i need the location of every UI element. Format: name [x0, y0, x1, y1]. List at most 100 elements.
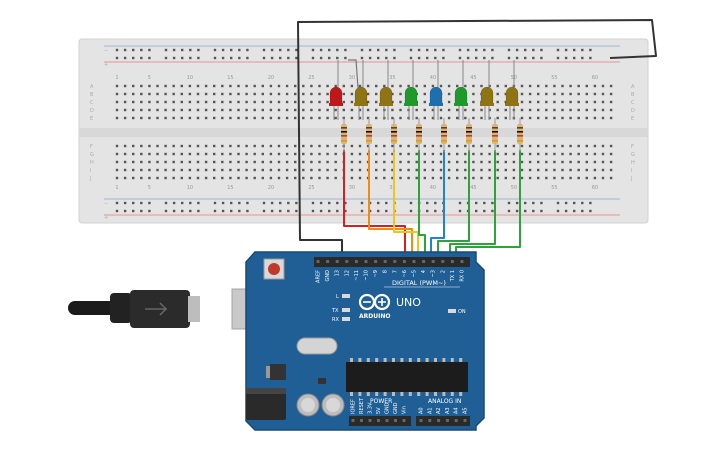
breadboard-hole[interactable]	[472, 168, 475, 172]
breadboard-hole[interactable]	[496, 100, 499, 104]
breadboard-hole[interactable]	[245, 84, 248, 88]
rail-hole[interactable]	[336, 48, 339, 52]
breadboard-hole[interactable]	[164, 92, 167, 96]
rail-hole[interactable]	[287, 48, 290, 52]
rail-hole[interactable]	[368, 201, 372, 205]
breadboard-hole[interactable]	[148, 108, 151, 112]
breadboard-hole[interactable]	[310, 160, 313, 164]
rail-hole[interactable]	[319, 209, 323, 213]
breadboard-hole[interactable]	[245, 108, 248, 112]
rail-hole[interactable]	[123, 48, 127, 52]
breadboard-hole[interactable]	[561, 100, 564, 104]
breadboard-hole[interactable]	[464, 84, 467, 88]
breadboard-hole[interactable]	[123, 92, 127, 96]
digital-pin-hole[interactable]	[412, 260, 416, 263]
breadboard-hole[interactable]	[375, 168, 378, 172]
rail-hole[interactable]	[115, 56, 119, 60]
breadboard-hole[interactable]	[431, 176, 435, 180]
breadboard-hole[interactable]	[577, 168, 580, 172]
rail-hole[interactable]	[115, 209, 119, 213]
rail-hole[interactable]	[491, 201, 494, 205]
breadboard-hole[interactable]	[213, 100, 216, 104]
breadboard-hole[interactable]	[383, 176, 386, 180]
breadboard-hole[interactable]	[302, 176, 305, 180]
breadboard-hole[interactable]	[391, 160, 394, 164]
breadboard-hole[interactable]	[520, 84, 524, 88]
breadboard-hole[interactable]	[213, 152, 216, 156]
rail-hole[interactable]	[434, 48, 437, 52]
breadboard-hole[interactable]	[464, 160, 467, 164]
rail-hole[interactable]	[483, 201, 486, 205]
breadboard-hole[interactable]	[204, 144, 208, 148]
analog-pin-holes[interactable]	[419, 419, 467, 422]
rail-hole[interactable]	[573, 201, 576, 205]
breadboard-hole[interactable]	[415, 144, 418, 148]
breadboard-hole[interactable]	[148, 84, 151, 88]
breadboard-hole[interactable]	[545, 92, 548, 96]
analog-pin-hole[interactable]	[437, 419, 441, 422]
rail-hole[interactable]	[515, 201, 519, 205]
digital-pin-hole[interactable]	[316, 260, 320, 263]
breadboard-hole[interactable]	[164, 160, 167, 164]
rail-hole[interactable]	[123, 209, 127, 213]
breadboard-hole[interactable]	[577, 108, 580, 112]
breadboard-hole[interactable]	[423, 84, 426, 88]
breadboard-hole[interactable]	[609, 116, 613, 120]
breadboard-hole[interactable]	[196, 144, 200, 148]
rail-hole[interactable]	[360, 201, 364, 205]
breadboard-hole[interactable]	[123, 108, 127, 112]
digital-pin-hole[interactable]	[422, 260, 426, 263]
rail-hole[interactable]	[442, 48, 445, 52]
breadboard-hole[interactable]	[504, 116, 507, 120]
breadboard-hole[interactable]	[383, 84, 386, 88]
digital-pin-hole[interactable]	[374, 260, 378, 263]
breadboard-hole[interactable]	[399, 84, 402, 88]
rail-hole[interactable]	[564, 209, 568, 213]
power-pin-hole[interactable]	[377, 419, 380, 422]
breadboard-hole[interactable]	[204, 100, 208, 104]
breadboard-hole[interactable]	[164, 108, 167, 112]
rail-hole[interactable]	[368, 56, 372, 60]
breadboard-hole[interactable]	[375, 116, 378, 120]
breadboard-hole[interactable]	[569, 108, 572, 112]
breadboard-hole[interactable]	[504, 160, 507, 164]
rail-hole[interactable]	[140, 209, 143, 213]
breadboard-hole[interactable]	[123, 84, 127, 88]
breadboard-hole[interactable]	[456, 144, 459, 148]
breadboard-hole[interactable]	[504, 152, 507, 156]
breadboard-hole[interactable]	[269, 160, 273, 164]
digital-pin-hole[interactable]	[393, 260, 397, 263]
breadboard-hole[interactable]	[366, 100, 370, 104]
rail-hole[interactable]	[189, 48, 192, 52]
breadboard-hole[interactable]	[196, 176, 200, 180]
breadboard-hole[interactable]	[407, 176, 410, 180]
breadboard-hole[interactable]	[358, 84, 362, 88]
breadboard-hole[interactable]	[132, 176, 135, 180]
rail-hole[interactable]	[589, 56, 592, 60]
rail-hole[interactable]	[564, 56, 568, 60]
breadboard-hole[interactable]	[164, 144, 167, 148]
breadboard-hole[interactable]	[180, 100, 183, 104]
rail-hole[interactable]	[172, 201, 176, 205]
breadboard-hole[interactable]	[277, 176, 281, 180]
analog-pin-hole[interactable]	[419, 419, 423, 422]
breadboard-hole[interactable]	[253, 160, 256, 164]
breadboard-hole[interactable]	[472, 176, 475, 180]
rail-hole[interactable]	[181, 56, 184, 60]
breadboard-hole[interactable]	[407, 84, 410, 88]
breadboard-hole[interactable]	[569, 176, 572, 180]
breadboard-hole[interactable]	[115, 108, 119, 112]
rail-hole[interactable]	[532, 56, 535, 60]
rail-hole[interactable]	[246, 56, 249, 60]
rail-hole[interactable]	[434, 201, 437, 205]
resistor-body[interactable]	[416, 124, 422, 144]
rail-hole[interactable]	[434, 56, 437, 60]
breadboard-hole[interactable]	[431, 116, 435, 120]
rail-hole[interactable]	[556, 48, 560, 52]
breadboard-hole[interactable]	[585, 144, 588, 148]
rail-hole[interactable]	[189, 201, 192, 205]
breadboard-hole[interactable]	[140, 144, 143, 148]
breadboard-hole[interactable]	[261, 144, 264, 148]
breadboard-hole[interactable]	[488, 168, 491, 172]
